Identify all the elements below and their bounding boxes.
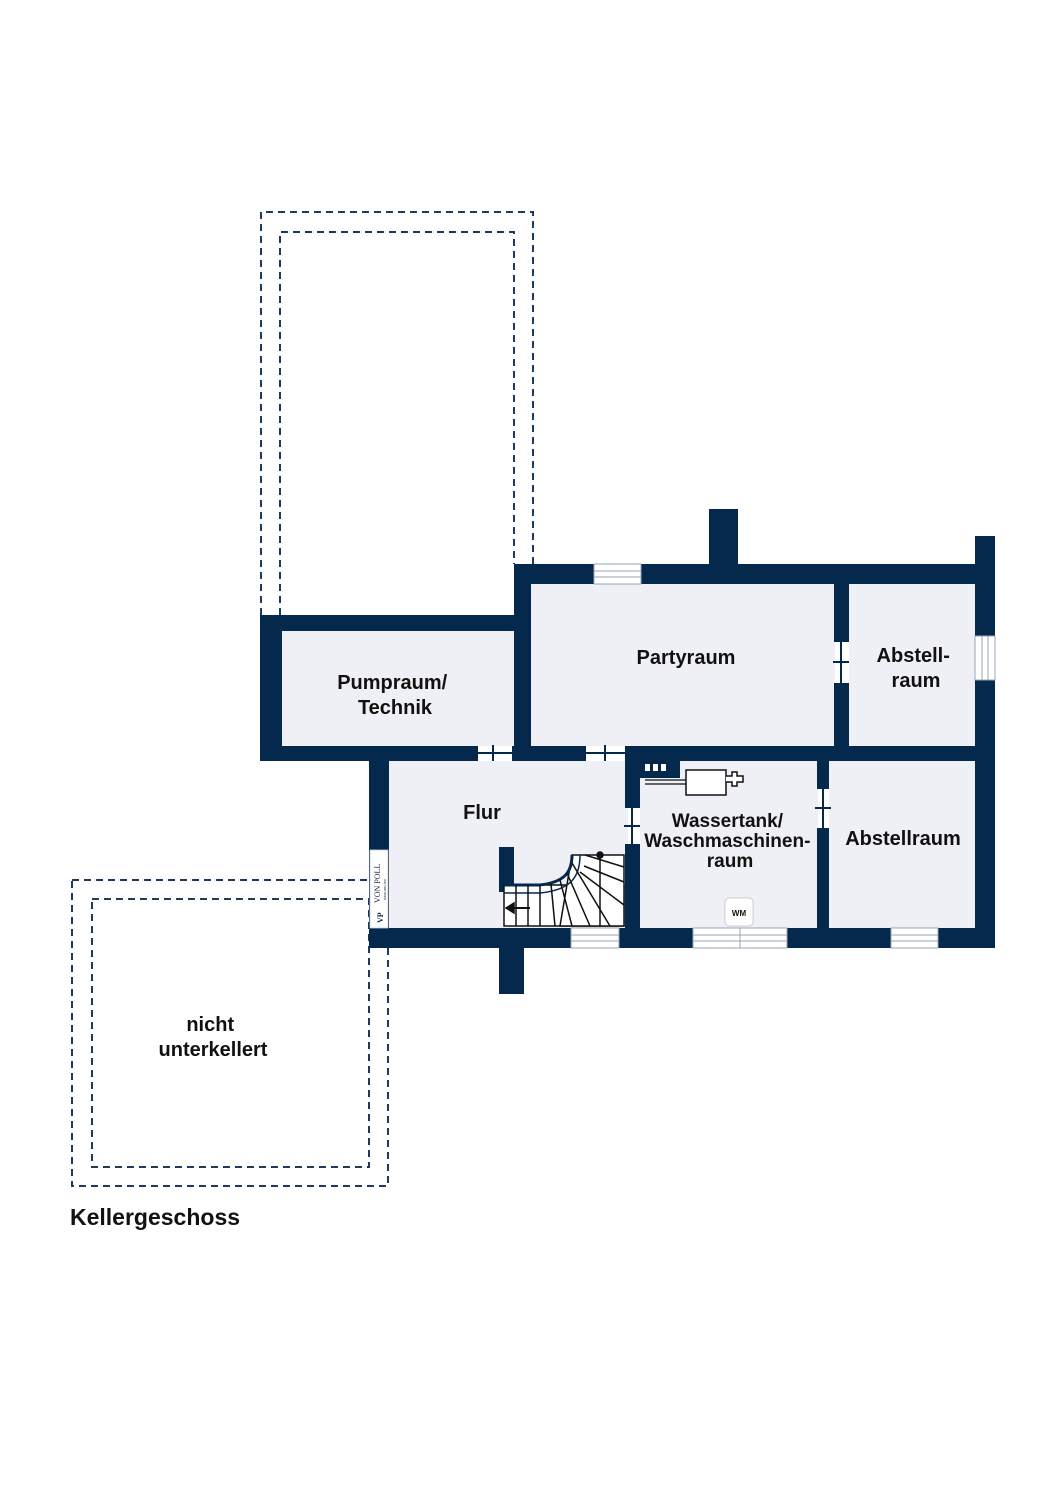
window-flur	[570, 927, 620, 949]
washing-machine: WM	[724, 897, 754, 927]
brand-badge: VON POLL IMMOBILIEN VP	[369, 849, 389, 929]
room-label-flur: Flur	[463, 802, 501, 824]
window-wassertank	[692, 927, 788, 949]
window-partyraum	[593, 563, 642, 585]
door-pumpraum-flur	[478, 745, 512, 761]
dashed-outline-left	[71, 879, 389, 1187]
door-partyraum-abstellraum	[833, 642, 849, 683]
water-tank-fixture	[640, 761, 744, 796]
room-label-wassertank: Wassertank/ Waschmaschinen- raum	[644, 811, 815, 872]
room-label-nicht-unterkellert: nicht unterkellert	[159, 1014, 268, 1061]
room-label-abstellraum-2: Abstellraum	[845, 828, 961, 850]
floor-caption: Kellergeschoss	[70, 1204, 241, 1230]
brand-mark: VP	[376, 912, 385, 923]
door-flur-wassertank	[624, 808, 640, 844]
windows	[570, 563, 996, 949]
door-partyraum-flur	[586, 745, 625, 761]
staircase	[503, 851, 625, 927]
brand-sub: IMMOBILIEN	[383, 878, 387, 900]
dashed-outline-top	[260, 211, 534, 615]
room-label-partyraum: Partyraum	[637, 647, 736, 669]
brand-name: VON POLL	[373, 864, 382, 903]
window-abstellraum-bottom	[890, 927, 939, 949]
door-wassertank-abstellraum	[815, 789, 831, 828]
room-label-pumpraum: Pumpraum/ Technik	[337, 672, 453, 719]
window-abstellraum-right	[974, 635, 996, 681]
door-markers	[478, 642, 849, 844]
washing-machine-label: WM	[732, 909, 747, 918]
room-label-abstellraum-1: Abstell- raum	[877, 645, 956, 692]
room-labels: Pumpraum/ Technik Partyraum Abstell- rau…	[159, 645, 961, 1061]
walls	[260, 509, 995, 994]
